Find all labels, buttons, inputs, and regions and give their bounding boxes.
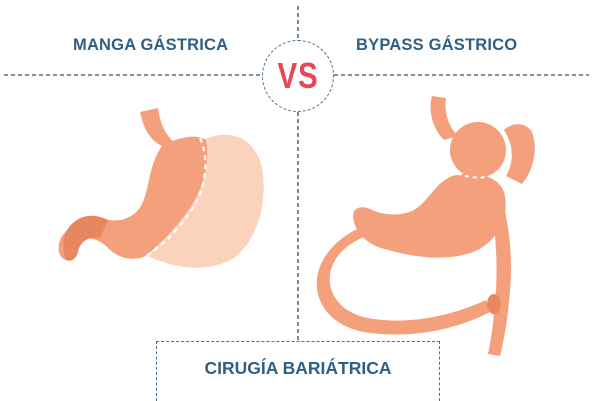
- bypass-title: BYPASS GÁSTRICO: [356, 36, 517, 55]
- footer-label: CIRUGÍA BARIÁTRICA: [157, 358, 439, 379]
- vs-label: VS: [269, 55, 326, 97]
- vs-badge: VS: [262, 40, 334, 112]
- sleeve-title: MANGA GÁSTRICA: [73, 36, 228, 55]
- footer-box: CIRUGÍA BARIÁTRICA: [156, 341, 440, 401]
